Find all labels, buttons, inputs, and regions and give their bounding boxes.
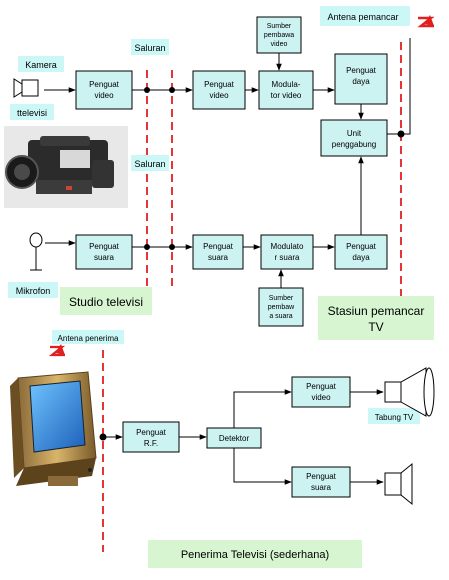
- penguat-suara-1-text-2: suara: [94, 253, 115, 262]
- penguat-suara-rx-text-1: Penguat: [306, 472, 337, 481]
- modulator-suara-text-2: r suara: [275, 253, 300, 262]
- penguat-suara-rx-text-2: suara: [311, 483, 332, 492]
- penguat-video-rx-text-2: video: [311, 393, 331, 402]
- sumber-video-text-1: Sumber: [267, 23, 292, 30]
- section-stasiun: Stasiun pemancar TV: [318, 296, 434, 340]
- section-stasiun-label-1: Stasiun pemancar: [328, 304, 425, 318]
- penguat-suara-2-text-1: Penguat: [203, 242, 234, 251]
- modulator-suara-text-1: Modulato: [271, 242, 304, 251]
- penguat-video-1-text-2: video: [94, 91, 114, 100]
- antenna-signal-icon-rx: [48, 344, 66, 357]
- modulator-video-text-2: tor video: [271, 91, 302, 100]
- tv-tube-icon: [384, 367, 435, 417]
- label-boxes: [8, 6, 420, 424]
- antenna-signal-icon-tx: [417, 15, 435, 28]
- penguat-daya-1-text-1: Penguat: [346, 66, 377, 75]
- saluran-label-mid: Saluran: [134, 159, 165, 169]
- antena-penerima-label: Antena penerima: [58, 334, 119, 343]
- sumber-suara-text-2: pembaw: [268, 304, 295, 311]
- ttelevisi-label: ttelevisi: [17, 108, 47, 118]
- sumber-video-text-2: pembawa: [264, 32, 294, 39]
- arrow-detektor-to-suara: [233, 448, 292, 485]
- penguat-suara-1-box: [75, 234, 133, 270]
- television-icon: [10, 371, 97, 486]
- penguat-daya-2-text-1: Penguat: [346, 242, 377, 251]
- penguat-rf-text-2: R.F.: [144, 439, 158, 448]
- tabung-tv-label: Tabung TV: [375, 413, 414, 422]
- microphone-icon: [29, 232, 43, 271]
- penguat-video-rx-box: [291, 376, 351, 408]
- unit-penggabung-text-1: Unit: [347, 129, 362, 138]
- unit-penggabung-text-2: penggabung: [332, 140, 377, 149]
- modulator-video-box: [258, 70, 314, 110]
- penguat-rf-box: [122, 421, 180, 453]
- section-penerima: Penerima Televisi (sederhana): [148, 540, 362, 568]
- penguat-video-1-box: [75, 70, 133, 110]
- video-camera-icon: [13, 78, 39, 98]
- penguat-daya-2-text-2: daya: [352, 253, 370, 262]
- penguat-suara-rx-box: [291, 466, 351, 498]
- penguat-video-1-text-1: Penguat: [89, 80, 120, 89]
- speaker-icon: [384, 462, 413, 506]
- saluran-label-top: Saluran: [134, 43, 165, 53]
- connections: [44, 38, 411, 485]
- penguat-daya-1-text-2: daya: [352, 77, 370, 86]
- antena-pemancar-label: Antena pemancar: [327, 12, 398, 22]
- penguat-suara-2-box: [192, 234, 244, 270]
- penguat-video-rx-text-1: Penguat: [306, 382, 337, 391]
- junction-dots: [99, 87, 405, 441]
- penguat-video-2-box: [192, 70, 246, 110]
- detektor-text: Detektor: [219, 434, 250, 443]
- penguat-video-2-text-2: video: [209, 91, 229, 100]
- unit-penggabung-box: [320, 119, 388, 157]
- penguat-daya-2-box: [334, 234, 388, 270]
- section-studio-label: Studio televisi: [69, 295, 143, 309]
- mikrofon-label: Mikrofon: [16, 286, 51, 296]
- kamera-label: Kamera: [25, 60, 57, 70]
- camcorder-image: [4, 126, 128, 208]
- modulator-suara-box: [260, 234, 314, 270]
- penguat-suara-1-text-1: Penguat: [89, 242, 120, 251]
- section-studio: Studio televisi: [60, 287, 152, 315]
- modulator-video-text-1: Modula-: [272, 80, 301, 89]
- line-penggabung-to-antenna: [387, 38, 411, 135]
- section-stasiun-label-2: TV: [368, 320, 383, 334]
- penguat-rf-text-1: Penguat: [136, 428, 167, 437]
- sumber-pembawa-suara-box: [258, 287, 304, 327]
- sumber-video-text-3: video: [271, 41, 288, 48]
- arrow-detektor-to-video: [233, 389, 292, 428]
- penguat-daya-1-box: [334, 53, 388, 105]
- section-penerima-label: Penerima Televisi (sederhana): [181, 549, 329, 561]
- sumber-suara-text-1: Sumber: [269, 295, 294, 302]
- penguat-suara-2-text-2: suara: [208, 253, 229, 262]
- channel-lines: [102, 42, 402, 552]
- sumber-suara-text-3: a suara: [269, 313, 292, 320]
- penguat-video-2-text-1: Penguat: [204, 80, 235, 89]
- block-boxes: [75, 16, 388, 498]
